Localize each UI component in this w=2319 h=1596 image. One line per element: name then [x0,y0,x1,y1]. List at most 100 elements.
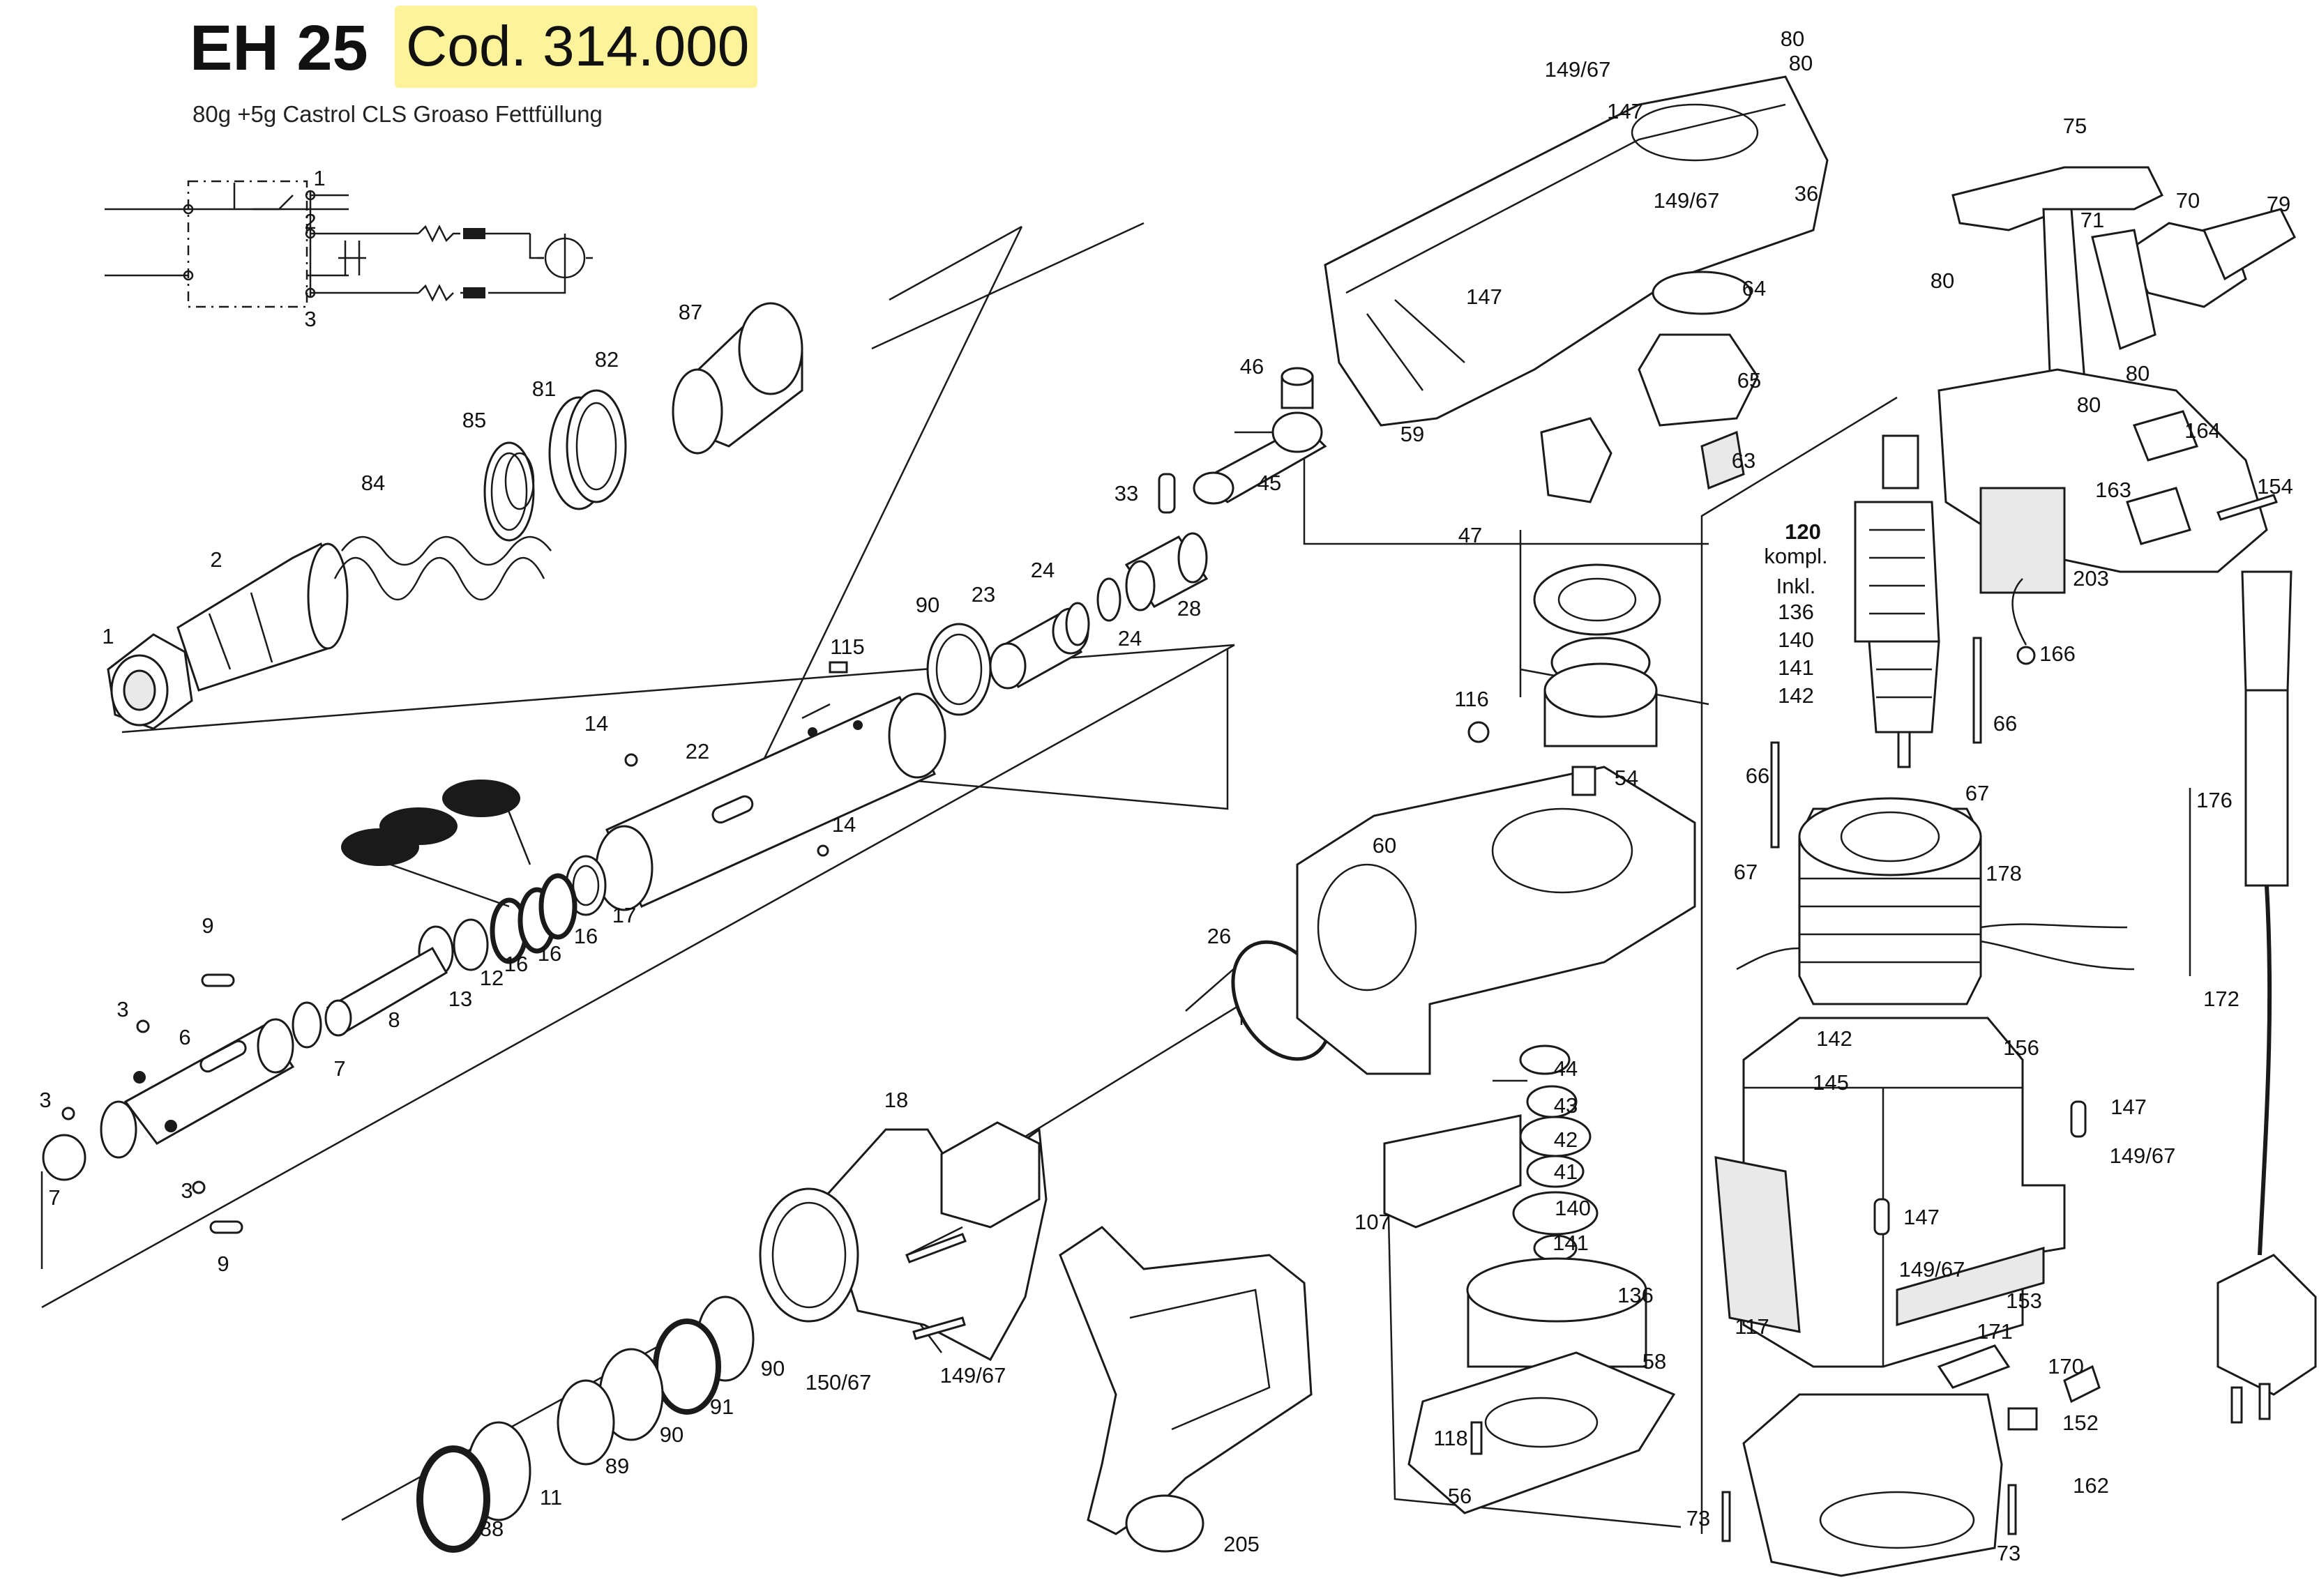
part-callout-172: 172 [2203,987,2239,1011]
part-callout-65: 65 [1737,368,1761,393]
part-callout-149b: 149/67 [1545,57,1611,82]
part-callout-176: 176 [2196,788,2233,812]
part-callout-117: 117 [1735,1314,1769,1339]
part-callout-80d: 80 [2126,361,2150,386]
part-callout-164: 164 [2184,418,2221,443]
part-callout-66b: 66 [1993,711,2017,736]
part-callout-18: 18 [884,1088,908,1112]
part-callout-152: 152 [2062,1411,2099,1435]
part-callout-59: 59 [1400,422,1424,446]
part-callout-3c: 3 [181,1178,192,1203]
part-callout-28: 28 [1177,596,1201,621]
part-callout-82: 82 [595,347,619,372]
part-callout-141b: 141 [1778,655,1814,680]
terminal-1: 1 [313,166,325,190]
terminal-3: 3 [304,307,316,331]
part-callout-120: 120 [1785,519,1821,544]
part-callout-8: 8 [388,1008,400,1032]
guide-diag [759,226,1023,768]
part-callout-64: 64 [1742,276,1766,301]
part-callout-7a: 7 [333,1056,345,1081]
part-callout-150: 150/67 [806,1370,872,1394]
part-callout-145: 145 [1813,1070,1849,1095]
part-callout-156: 156 [2003,1035,2039,1060]
part-callout-3b: 3 [39,1088,51,1112]
rear-handle-assembly [1937,166,2317,1424]
part-callout-33: 33 [1115,481,1138,506]
part-callout-163: 163 [2095,478,2131,502]
part-callout-67a: 67 [1965,781,1989,805]
part-callout-13: 13 [448,987,472,1011]
part-callout-84: 84 [361,471,385,495]
part-callout-24b: 24 [1118,626,1142,651]
part-callout-54: 54 [1615,766,1638,790]
part-callout-16a: 16 [574,924,598,948]
barrel-assembly [42,367,1327,1234]
part-callout-80b: 80 [1789,51,1813,75]
part-callout-kompl: kompl. [1764,544,1827,568]
part-callout-66a: 66 [1746,763,1769,788]
part-callout-87: 87 [679,300,702,324]
part-callout-136: 136 [1617,1283,1654,1307]
part-callout-142b: 142 [1816,1026,1852,1051]
part-callout-203: 203 [2073,566,2109,591]
part-callout-147d: 147 [1903,1205,1940,1229]
part-callout-45: 45 [1257,471,1281,495]
part-callout-90a: 90 [916,593,939,617]
part-callout-7b: 7 [48,1185,60,1210]
header: EH 25 Cod. 314.000 80g +5g Castrol CLS G… [190,6,757,127]
part-callout-24a: 24 [1031,558,1055,582]
part-callout-89: 89 [605,1454,629,1478]
part-callout-88: 88 [480,1517,504,1541]
part-callout-44: 44 [1554,1056,1578,1081]
part-callout-140a: 140 [1555,1196,1591,1220]
part-callout-26: 26 [1207,924,1231,948]
part-callout-162: 162 [2073,1473,2109,1498]
part-callout-60: 60 [1373,833,1396,858]
part-callout-70: 70 [2176,188,2200,213]
part-callout-149e: 149/67 [1899,1257,1965,1282]
part-callout-136b: 136 [1778,600,1814,624]
grease-note: 80g +5g Castrol CLS Groaso Fettfüllung [192,101,603,127]
part-callout-12: 12 [480,966,504,990]
part-callout-153: 153 [2006,1289,2042,1313]
part-callout-41: 41 [1554,1160,1578,1184]
code-highlight [395,6,757,88]
part-callout-22: 22 [686,739,709,763]
motor-assembly [1714,434,2135,1577]
terminal-2: 2 [304,209,316,234]
part-callout-79: 79 [2267,192,2290,216]
part-callout-107: 107 [1354,1210,1391,1234]
front-housing [416,940,1333,1553]
chuck-assembly [107,302,803,730]
guide-upper [889,225,1022,301]
part-callout-90b: 90 [761,1356,785,1381]
part-callout-71: 71 [2080,208,2104,232]
part-callout-1: 1 [102,624,114,648]
part-callout-16c: 16 [504,952,528,976]
part-callout-80a: 80 [1781,26,1804,51]
part-callout-9a: 9 [202,913,213,938]
part-callout-142a: 142 [1778,683,1814,708]
part-callout-36: 36 [1795,181,1818,206]
part-callout-149c: 149/67 [1654,188,1720,213]
part-callout-81: 81 [532,377,556,401]
part-callout-58: 58 [1642,1349,1666,1374]
part-callout-140b: 140 [1778,628,1814,652]
product-code: Cod. 314.000 [406,15,749,78]
part-callout-67b: 67 [1734,860,1758,884]
part-callout-73a: 73 [1686,1506,1710,1530]
part-callout-147b: 147 [1466,284,1502,309]
gearbox-housing [1296,75,1829,1514]
part-callout-80c: 80 [1931,268,1954,293]
axis-line-lower [41,644,1235,1309]
part-callout-43: 43 [1554,1093,1578,1118]
part-callout-9b: 9 [217,1252,229,1276]
part-callout-149a: 149/67 [940,1363,1006,1388]
part-callout-6: 6 [179,1025,190,1049]
part-callout-23: 23 [972,582,995,607]
part-callout-14b: 14 [832,812,856,837]
part-callout-170: 170 [2048,1354,2084,1378]
